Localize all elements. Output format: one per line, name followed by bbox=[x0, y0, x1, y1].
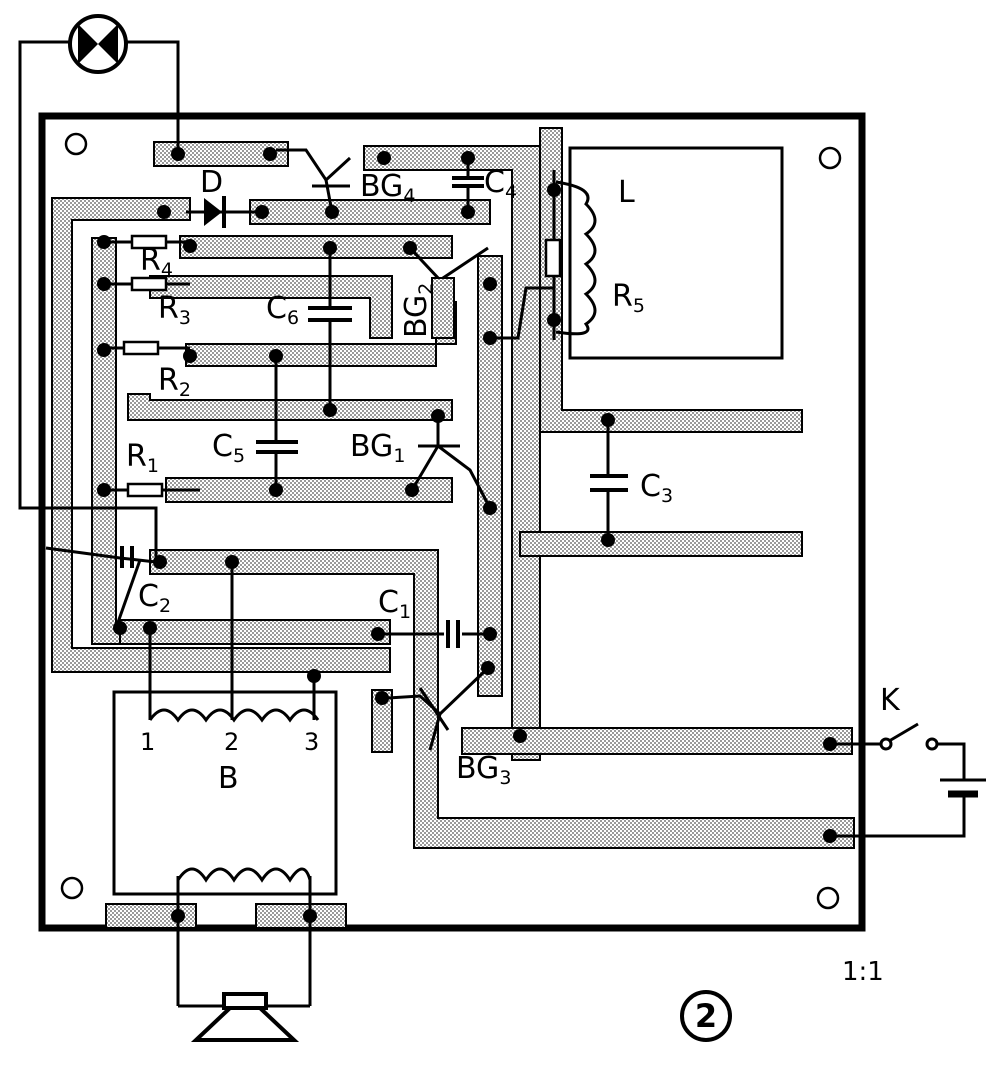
label-R5: R5 bbox=[612, 279, 645, 317]
capacitor-plates bbox=[120, 176, 628, 648]
speaker-icon bbox=[190, 992, 300, 1042]
resistor-bodies bbox=[122, 234, 562, 498]
label-C2: C2 bbox=[138, 579, 171, 617]
label-C6: C6 bbox=[266, 291, 299, 329]
label-D: D bbox=[200, 165, 223, 200]
label-C4: C4 bbox=[484, 165, 517, 203]
transformer-outline bbox=[112, 690, 338, 896]
switch-icon[interactable] bbox=[879, 737, 939, 751]
svg-text:2: 2 bbox=[695, 997, 717, 1035]
pin-3: 3 bbox=[304, 728, 319, 756]
diode-icon bbox=[186, 196, 256, 228]
label-BG1: BG1 bbox=[350, 429, 405, 467]
pin-2: 2 bbox=[224, 728, 239, 756]
coil-outline bbox=[568, 146, 784, 360]
label-C1: C1 bbox=[378, 585, 411, 623]
coil-windings bbox=[148, 180, 597, 883]
label-BG3: BG3 bbox=[456, 751, 511, 789]
label-C5: C5 bbox=[212, 429, 245, 467]
label-BG2: BG2 bbox=[399, 283, 437, 338]
mounting-holes bbox=[60, 132, 842, 910]
label-C3: C3 bbox=[640, 469, 673, 507]
label-R3: R3 bbox=[158, 291, 191, 329]
figure-number: 2 bbox=[680, 990, 732, 1042]
copper-traces bbox=[51, 127, 855, 929]
label-R1: R1 bbox=[126, 439, 159, 477]
battery-icon bbox=[940, 778, 986, 798]
label-L: L bbox=[618, 175, 635, 210]
lamp-icon bbox=[68, 14, 128, 74]
pin-1: 1 bbox=[140, 728, 155, 756]
label-R4: R4 bbox=[140, 243, 173, 281]
component-labels: D BG4 C4 L R4 R5 R3 C6 BG2 R2 C5 BG1 R1 … bbox=[126, 165, 901, 796]
label-K: K bbox=[880, 683, 901, 718]
label-BG4: BG4 bbox=[360, 169, 415, 207]
bg2-body bbox=[431, 277, 455, 339]
scale-label: 1:1 bbox=[842, 957, 884, 987]
label-B: B bbox=[218, 761, 239, 796]
solder-pads bbox=[97, 147, 837, 923]
label-R2: R2 bbox=[158, 363, 191, 401]
